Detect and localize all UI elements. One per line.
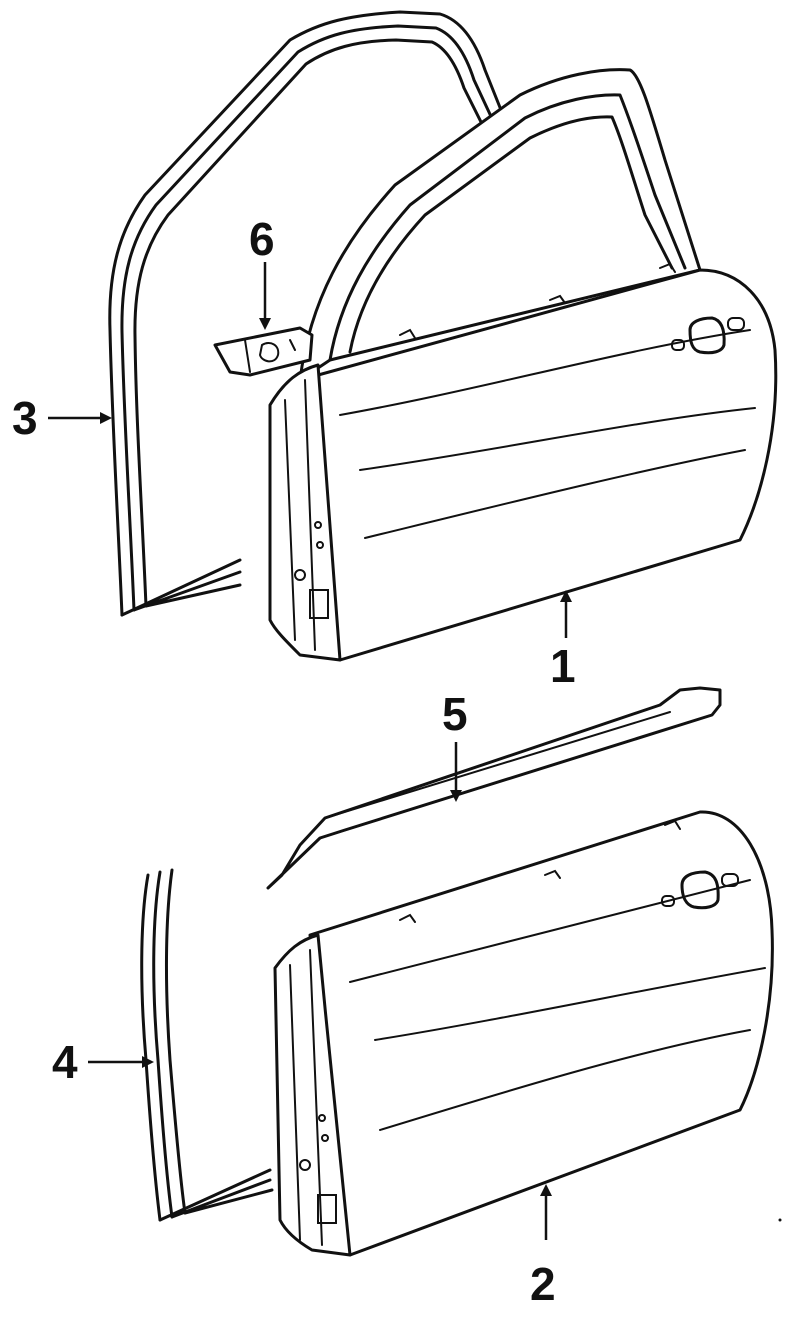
callout-leader-3 [48, 412, 112, 424]
callout-leader-6 [259, 262, 271, 330]
callout-leader-4 [88, 1056, 154, 1068]
lower-door-weatherstrip [140, 868, 274, 1222]
speck-dot [778, 1218, 782, 1222]
callout-number-3: 3 [12, 392, 38, 444]
callout-number-4: 4 [52, 1036, 78, 1088]
callout-number-5: 5 [442, 688, 468, 740]
callout-number-2: 2 [530, 1258, 556, 1310]
belt-molding [266, 686, 722, 890]
callout-number-1: 1 [550, 640, 576, 692]
callout-number-6: 6 [249, 213, 275, 265]
upper-door-weatherstrip [108, 10, 558, 617]
door-bracket [213, 326, 314, 377]
upper-door-shell [268, 68, 778, 662]
callout-leader-1 [560, 590, 572, 638]
callout-leader-5 [450, 742, 462, 802]
callout-leader-2 [540, 1184, 552, 1240]
lower-door-skin [273, 810, 774, 1257]
